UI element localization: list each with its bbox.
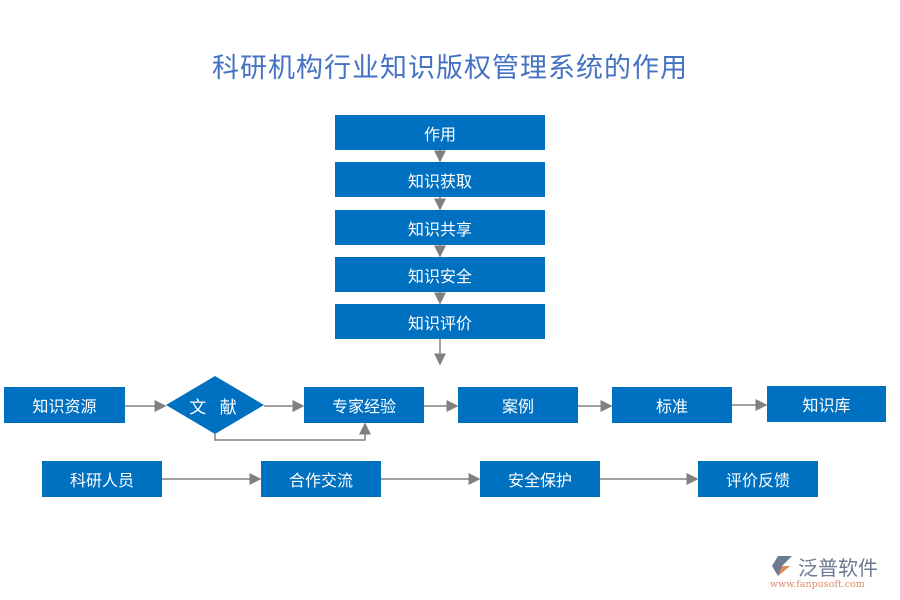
row1-box-3: 知识库	[767, 386, 886, 422]
row1-box-0: 专家经验	[304, 387, 424, 423]
column-box-1: 知识获取	[335, 162, 545, 197]
logo-icon	[772, 556, 792, 576]
column-box-4: 知识评价	[335, 304, 545, 339]
decision-label: 文 献	[189, 397, 241, 418]
column-box-3: 知识安全	[335, 257, 545, 292]
decision-diamond	[166, 376, 264, 434]
logo-url: www.fanpusoft.com	[770, 579, 865, 590]
logo-name: 泛普软件	[798, 556, 878, 580]
source-box: 知识资源	[4, 387, 125, 423]
row2-box-0: 科研人员	[42, 461, 162, 497]
column-box-2: 知识共享	[335, 210, 545, 245]
row2-box-1: 合作交流	[261, 461, 381, 497]
row2-box-3: 评价反馈	[698, 461, 818, 497]
loop-arrow	[214, 422, 371, 441]
row2-box-2: 安全保护	[480, 461, 600, 497]
row1-box-1: 案例	[458, 387, 578, 423]
column-box-0: 作用	[335, 115, 545, 150]
row1-box-2: 标准	[612, 387, 732, 423]
diagram-title: 科研机构行业知识版权管理系统的作用	[212, 53, 688, 84]
